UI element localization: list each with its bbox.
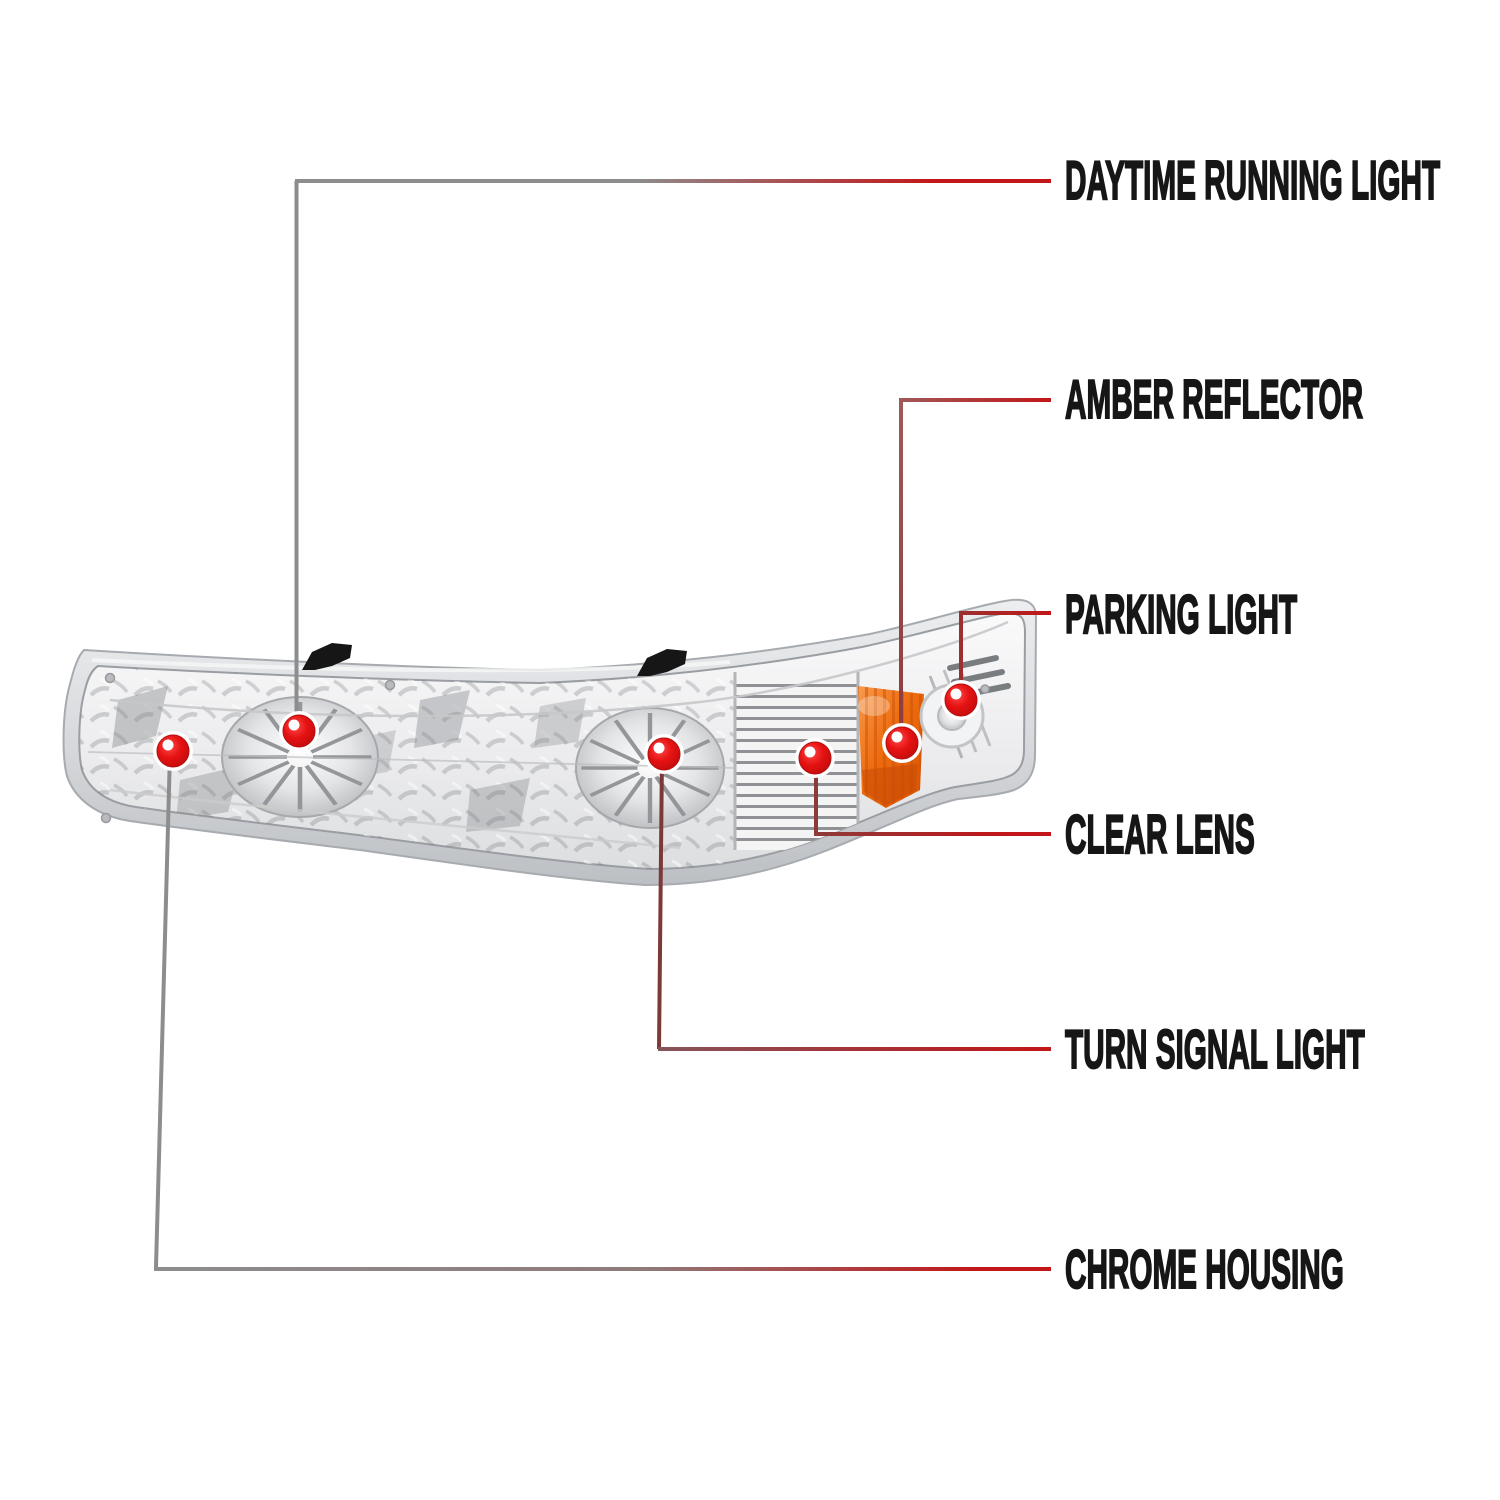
mounting-tab-left: [302, 643, 352, 670]
callout-marker-turn-signal-light: [643, 733, 685, 775]
callout-line-turn-signal-light: [657, 754, 1051, 1051]
callout-marker-amber-reflector: [881, 722, 923, 764]
callout-line-daytime-running-light: [294, 179, 1051, 731]
callout-label-clear-lens: CLEAR LENS: [1064, 802, 1255, 866]
bezel-screws: [100, 672, 990, 824]
callout-marker-parking-light: [940, 679, 982, 721]
callout-label-amber-reflector: AMBER REFLECTOR: [1064, 367, 1364, 431]
callout-label-daytime-running-light: DAYTIME RUNNING LIGHT: [1064, 148, 1441, 212]
callout-label-turn-signal-light: TURN SIGNAL LIGHT: [1064, 1017, 1365, 1081]
callout-label-parking-light: PARKING LIGHT: [1064, 582, 1298, 646]
callout-lines: [154, 179, 1051, 1271]
product-light-assembly: [62, 598, 1038, 887]
lens-interior: [80, 620, 1011, 869]
callout-marker-daytime-running-light: [278, 710, 320, 752]
mounting-tab-right: [637, 649, 687, 676]
callout-label-chrome-housing: CHROME HOUSING: [1064, 1237, 1344, 1301]
callout-line-amber-reflector: [899, 398, 1051, 741]
callout-marker-chrome-housing: [152, 730, 194, 772]
callout-marker-clear-lens: [794, 737, 836, 779]
callout-line-chrome-housing: [154, 752, 1051, 1271]
